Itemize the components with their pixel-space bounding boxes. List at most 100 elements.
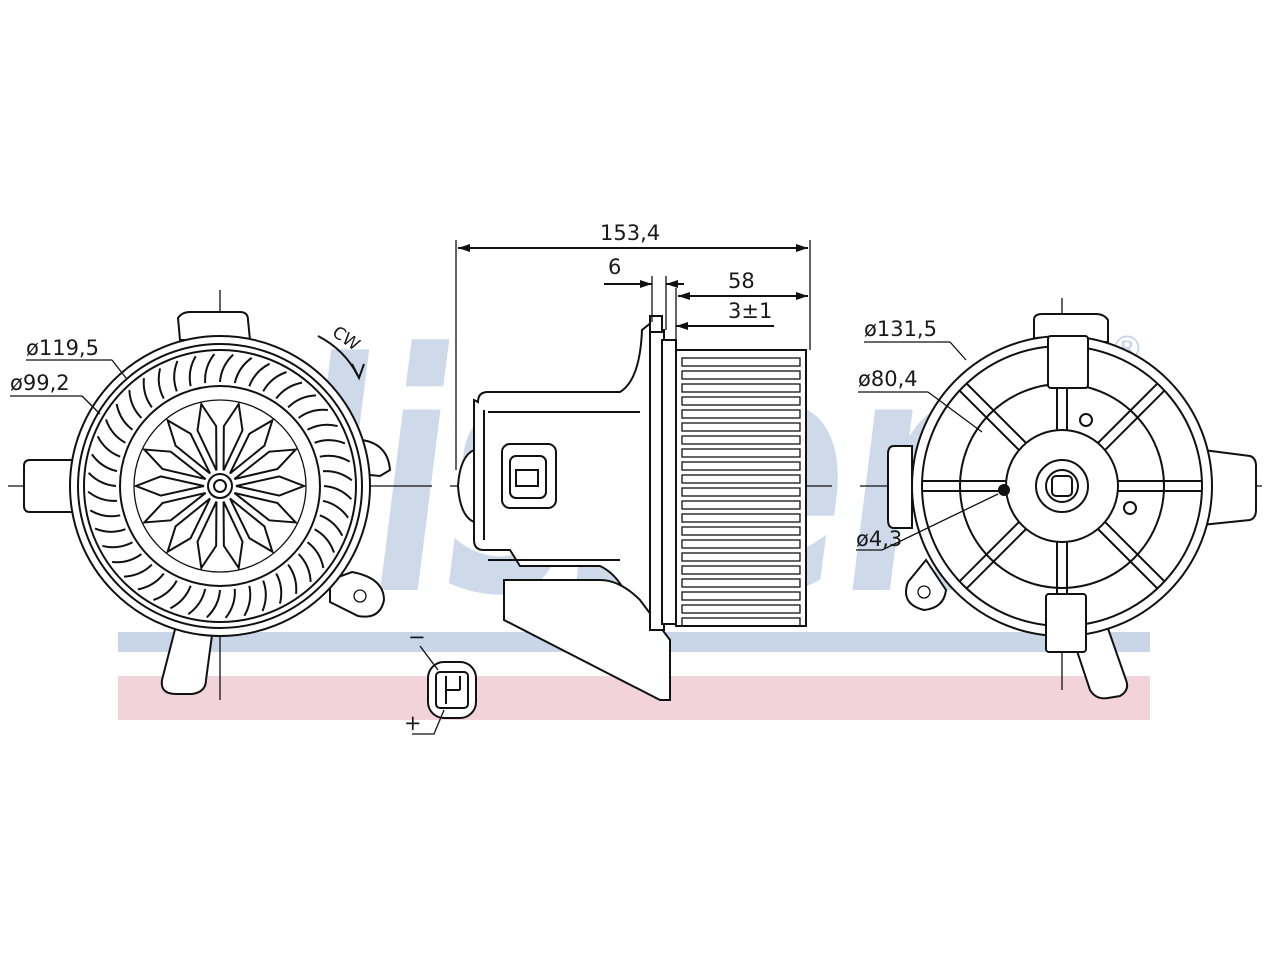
wheel-slat bbox=[681, 474, 801, 484]
wheel-slat bbox=[681, 604, 801, 614]
fan-blade bbox=[169, 585, 192, 610]
fan-blade bbox=[105, 419, 126, 444]
fan-blade bbox=[298, 408, 328, 419]
hub-vane bbox=[141, 448, 207, 481]
connector-plus-label: + bbox=[404, 711, 422, 735]
fan-blade bbox=[123, 563, 153, 578]
screw-hole-3 bbox=[1123, 501, 1137, 515]
motor-front-cap bbox=[456, 448, 475, 524]
left-lug-left bbox=[23, 459, 73, 513]
fan-blade bbox=[322, 470, 353, 482]
wheel-slat bbox=[681, 617, 801, 627]
hub-vane bbox=[165, 497, 211, 554]
fan-blade bbox=[87, 472, 117, 487]
hub-vane bbox=[233, 448, 299, 481]
right-lug-bottom-left bbox=[905, 558, 948, 612]
overall-length-label: 153,4 bbox=[600, 221, 660, 245]
fan-blade bbox=[94, 527, 126, 533]
housing-strut bbox=[1097, 382, 1166, 451]
mounting-bracket bbox=[503, 579, 671, 701]
connector-pinout: − + bbox=[404, 625, 477, 735]
flange-thickness-label: 6 bbox=[608, 255, 621, 279]
fan-blade bbox=[153, 580, 178, 601]
connector-minus-label: − bbox=[408, 625, 426, 649]
hub-vane bbox=[222, 501, 244, 571]
hub-vane bbox=[235, 475, 307, 497]
bolt-circle-label: ø80,4 bbox=[858, 367, 918, 391]
fan-blade bbox=[323, 485, 353, 500]
fan-blade bbox=[306, 541, 325, 569]
hub-vane bbox=[196, 501, 218, 571]
wheel-slat bbox=[681, 552, 801, 562]
fan-blade bbox=[187, 588, 207, 615]
housing-strut bbox=[958, 382, 1027, 451]
wheel-slat bbox=[681, 435, 801, 445]
wheel-slat bbox=[681, 357, 801, 367]
fan-blade bbox=[297, 553, 312, 583]
fan-blade bbox=[91, 453, 118, 473]
offset-label: 3±1 bbox=[728, 299, 772, 323]
wheel-slat bbox=[681, 591, 801, 601]
housing-diameter-label: ø131,5 bbox=[864, 317, 937, 341]
wheel-slat bbox=[681, 409, 801, 419]
wheel-slat bbox=[681, 370, 801, 380]
housing-strut bbox=[1118, 480, 1202, 492]
hub-vane bbox=[229, 418, 275, 475]
wheel-slat bbox=[681, 565, 801, 575]
fan-blade bbox=[157, 368, 165, 399]
wheel-slat bbox=[681, 396, 801, 406]
fan-blade bbox=[142, 378, 153, 408]
wheel-slat bbox=[681, 461, 801, 471]
fan-blade bbox=[219, 353, 234, 383]
fan-blade bbox=[102, 541, 133, 549]
fan-blade bbox=[188, 355, 197, 387]
fan-blade bbox=[322, 499, 349, 519]
hub-vane bbox=[233, 491, 299, 524]
fan-blade bbox=[287, 564, 298, 594]
wheel-slat bbox=[681, 448, 801, 458]
left-lug-top bbox=[176, 311, 252, 341]
left-lug-bottom-right bbox=[329, 570, 386, 618]
fan-blade bbox=[307, 423, 338, 431]
hub-vane bbox=[229, 497, 275, 554]
fan-blade bbox=[243, 585, 252, 617]
fan-blade bbox=[233, 357, 253, 384]
wheel-slat bbox=[681, 487, 801, 497]
right-view: ø131,5 ø80,4 ø4,3 bbox=[856, 298, 1262, 700]
wheel-slat bbox=[681, 513, 801, 523]
fan-blade bbox=[173, 360, 179, 392]
fan-blade bbox=[275, 573, 283, 604]
fan-blade bbox=[275, 381, 303, 400]
wheel-slat bbox=[681, 539, 801, 549]
fan-blade bbox=[261, 580, 267, 612]
wheel-slat bbox=[681, 500, 801, 510]
fan-blade bbox=[248, 362, 271, 387]
hub-vane bbox=[196, 401, 218, 471]
left-blade-ring bbox=[87, 353, 353, 619]
left-view: CW ø119,5 ø99,2 bbox=[8, 290, 432, 700]
hub-vane bbox=[141, 491, 207, 524]
hub-vane bbox=[133, 475, 205, 497]
side-view: 153,4 6 58 3±1 bbox=[450, 221, 832, 701]
screw-hole-1 bbox=[998, 484, 1010, 496]
fan-blade bbox=[87, 490, 118, 502]
fan-blade bbox=[128, 389, 143, 419]
hub-vane bbox=[222, 401, 244, 471]
screw-hole-2 bbox=[1079, 413, 1093, 427]
fan-wheel-slats bbox=[681, 357, 801, 627]
fan-blade bbox=[137, 572, 165, 591]
fan-blade bbox=[224, 588, 236, 619]
fan-blade bbox=[314, 528, 335, 553]
housing-strut bbox=[922, 480, 1006, 492]
fan-blade bbox=[262, 371, 287, 392]
fan-blade bbox=[204, 353, 216, 384]
inner-diameter-label: ø99,2 bbox=[10, 371, 70, 395]
housing-strut bbox=[1097, 521, 1166, 590]
hole-diameter-label: ø4,3 bbox=[856, 527, 902, 551]
fan-blade bbox=[314, 439, 346, 445]
fan-blade bbox=[319, 514, 344, 537]
left-hub bbox=[133, 399, 307, 573]
outer-diameter-label: ø119,5 bbox=[26, 336, 99, 360]
wheel-slat bbox=[681, 383, 801, 393]
